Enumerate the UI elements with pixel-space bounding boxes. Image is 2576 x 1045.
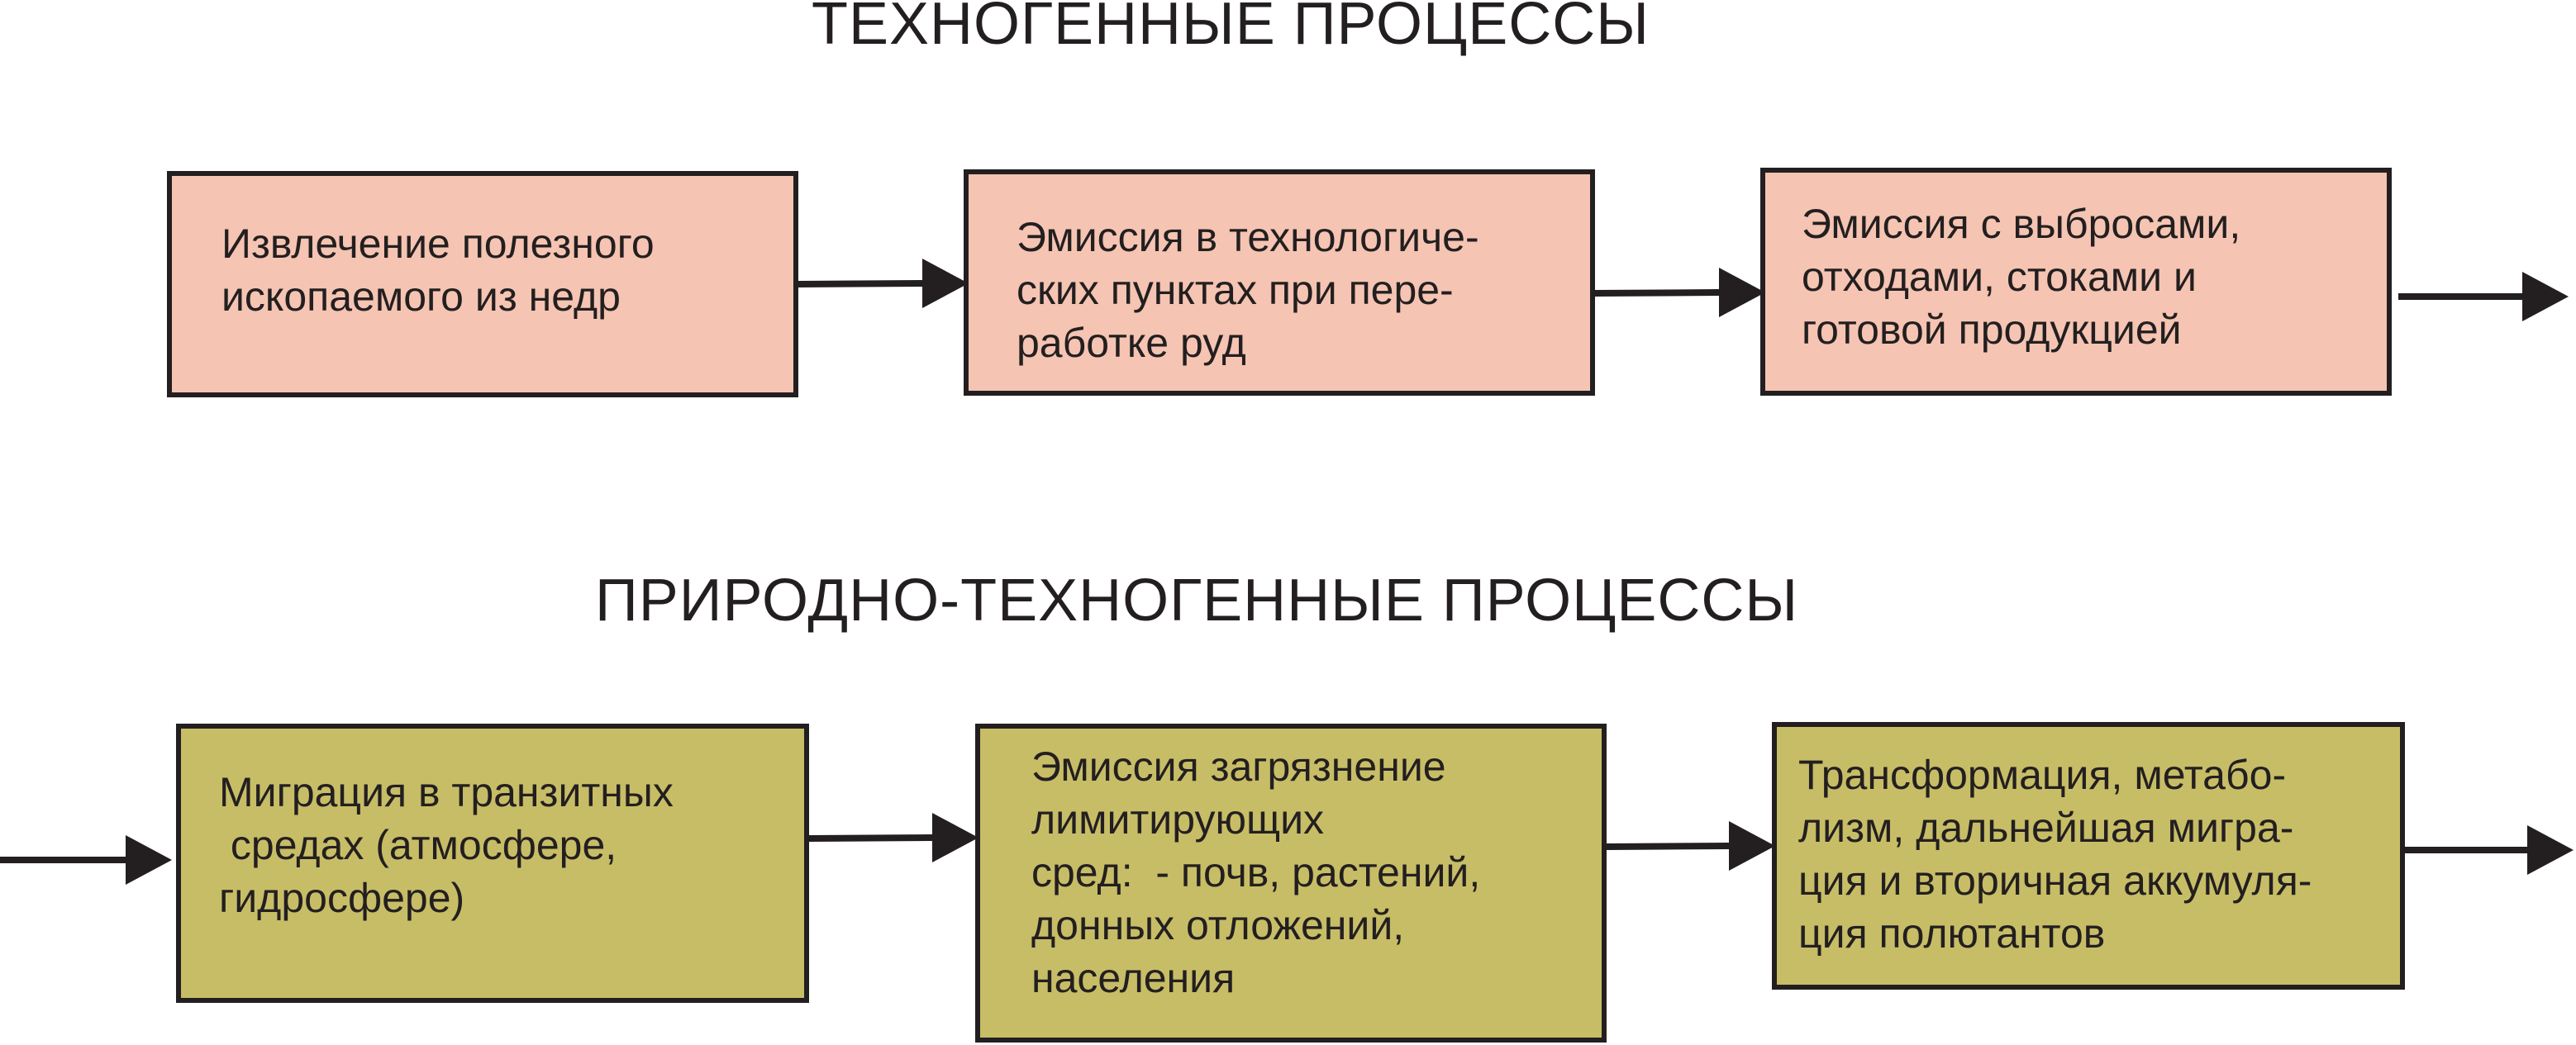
arrow-row1-2-to-3: [1594, 268, 1765, 317]
row1-box-emission-processing-text: Эмиссия в технологиче- ских пунктах при …: [1017, 214, 1479, 366]
arrow-row2-in: [0, 835, 172, 885]
row1-box-extraction-text: Извлечение полезного ископаемого из недр: [221, 221, 655, 320]
arrow-row2-out: [2405, 825, 2574, 875]
row2-box-transformation-text: Трансформация, метабо- лизм, дальнейшая …: [1798, 752, 2312, 957]
arrow-row2-2-to-3: [1606, 821, 1775, 871]
row1-box-emission-processing: Эмиссия в технологиче- ских пунктах при …: [964, 169, 1595, 396]
arrow-row1-out: [2398, 272, 2569, 321]
row2-box-emission-media-text: Эмиссия загрязнение лимитирующих сред: -…: [1031, 743, 1481, 1001]
row2-box-emission-media: Эмиссия загрязнение лимитирующих сред: -…: [975, 724, 1607, 1043]
arrow-row2-1-to-2: [808, 813, 978, 862]
row2-box-migration-text: Миграция в транзитных средах (атмосфере,…: [219, 769, 674, 921]
row2-title: ПРИРОДНО-ТЕХНОГЕННЫЕ ПРОЦЕССЫ: [595, 568, 1799, 634]
row1-box-extraction: Извлечение полезного ископаемого из недр: [167, 171, 798, 397]
row2-box-transformation: Трансформация, метабо- лизм, дальнейшая …: [1772, 722, 2405, 990]
row1-box-emission-waste-text: Эмиссия с выбросами, отходами, стоками и…: [1802, 201, 2241, 353]
row1-title: ТЕХНОГЕННЫЕ ПРОЦЕССЫ: [812, 0, 1650, 57]
row2-box-migration: Миграция в транзитных средах (атмосфере,…: [176, 724, 809, 1003]
arrow-row1-1-to-2: [798, 259, 969, 308]
row1-box-emission-waste: Эмиссия с выбросами, отходами, стоками и…: [1760, 168, 2392, 396]
